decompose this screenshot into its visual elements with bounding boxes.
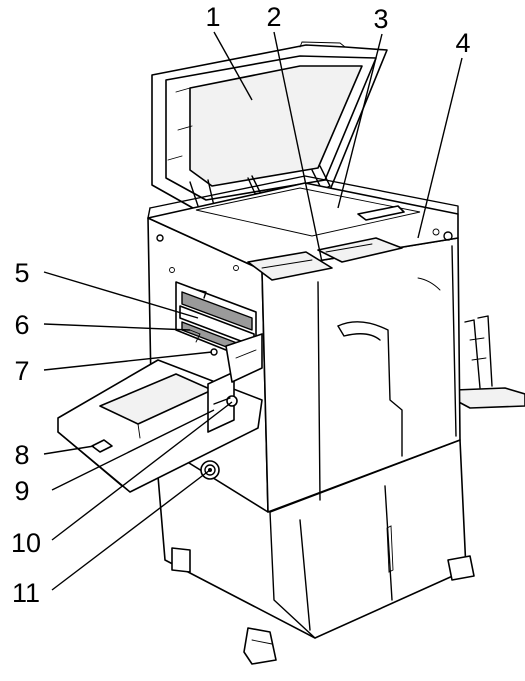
callout-8: 8 [14,440,29,470]
callout-3: 3 [373,4,388,34]
callout-4: 4 [455,28,470,58]
control-panel-left [247,251,333,281]
callout-1: 1 [205,2,220,32]
paper-feed-tray [57,333,263,493]
callout-11: 11 [12,578,40,608]
callout-2: 2 [266,2,281,32]
callout-6: 6 [14,310,29,340]
paper-receiving-tray [454,315,525,409]
control-panel-right [317,205,405,263]
callout-5: 5 [14,258,29,288]
leader-lines [43,31,463,591]
callout-numbers: 1 2 3 4 5 6 7 8 9 10 11 [11,2,471,608]
callout-10: 10 [11,528,41,558]
callout-7: 7 [14,356,29,386]
document-cover [151,41,388,213]
callout-9: 9 [14,476,29,506]
